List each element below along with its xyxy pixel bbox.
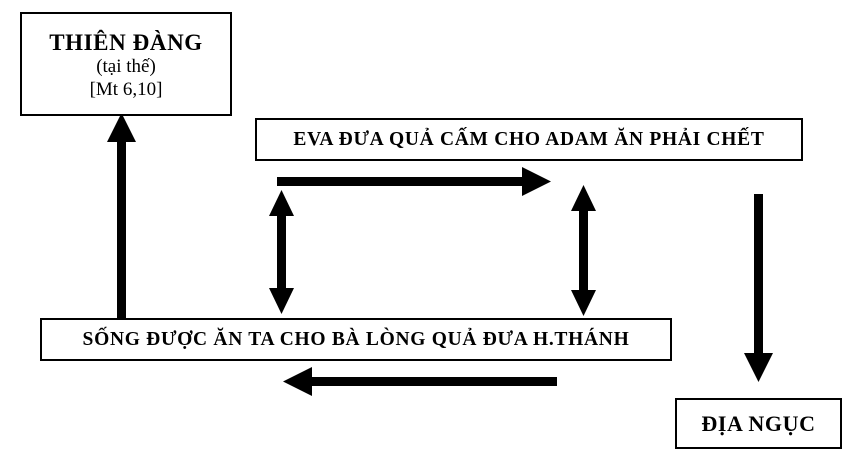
arrow-eva-to-hell bbox=[744, 194, 773, 382]
node-life-title: SỐNG ĐƯỢC ĂN TA CHO BÀ LÒNG QUẢ ĐƯA H.TH… bbox=[82, 329, 630, 350]
node-heaven-reference: [Mt 6,10] bbox=[89, 78, 163, 100]
arrow-left-vertical-double bbox=[269, 190, 294, 314]
arrow-left-to-right-top bbox=[277, 167, 551, 196]
node-eva[interactable]: EVA ĐƯA QUẢ CẤM CHO ADAM ĂN PHẢI CHẾT bbox=[255, 118, 803, 161]
node-life[interactable]: SỐNG ĐƯỢC ĂN TA CHO BÀ LÒNG QUẢ ĐƯA H.TH… bbox=[40, 318, 672, 361]
node-eva-title: EVA ĐƯA QUẢ CẤM CHO ADAM ĂN PHẢI CHẾT bbox=[293, 129, 765, 150]
node-heaven[interactable]: THIÊN ĐÀNG (tại thế) [Mt 6,10] bbox=[20, 12, 232, 116]
arrow-life-to-heaven bbox=[107, 113, 136, 319]
arrow-right-vertical-double bbox=[571, 185, 596, 316]
node-hell-title: ĐỊA NGỤC bbox=[701, 410, 816, 436]
node-heaven-title: THIÊN ĐÀNG bbox=[49, 30, 203, 56]
arrow-right-to-left-bottom bbox=[283, 367, 557, 396]
node-hell[interactable]: ĐỊA NGỤC bbox=[675, 398, 842, 449]
node-heaven-subtitle: (tại thế) bbox=[96, 56, 156, 78]
